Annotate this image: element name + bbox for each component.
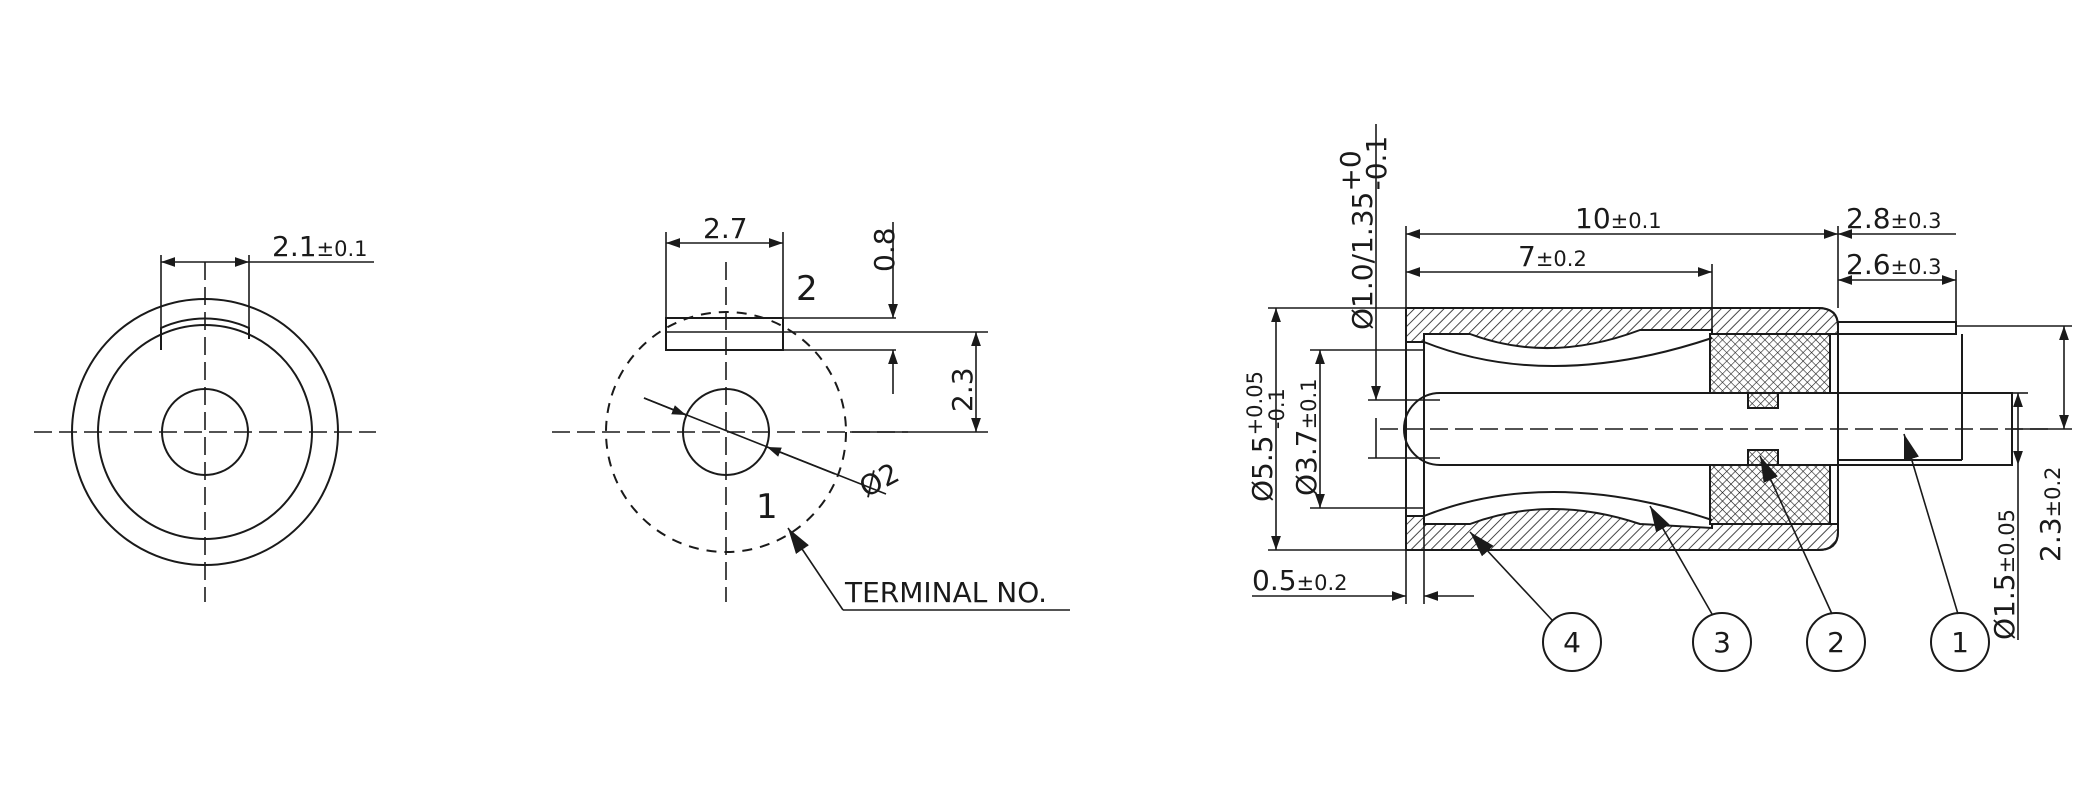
insulator-top (1709, 333, 1831, 409)
balloon-1: 1 (1951, 626, 1969, 659)
sleeve-top-hatch (1405, 307, 1839, 349)
insulator-bottom (1709, 449, 1831, 525)
balloon-3-circle (1692, 612, 1752, 672)
balloon-4: 4 (1563, 626, 1581, 659)
terminal-dim-23: 2.3 (946, 367, 979, 412)
leader-4 (1469, 531, 1553, 621)
terminal-dia-arrow-out (766, 446, 836, 475)
dim-10: 10±0.1 (1575, 202, 1662, 235)
terminal-dia-arrow-in (643, 397, 687, 416)
sleeve-bottom-hatch (1405, 508, 1839, 551)
dim-7: 7±0.2 (1518, 240, 1587, 273)
terminal-dim-27: 2.7 (703, 212, 748, 245)
dim-26: 2.6±0.3 (1846, 248, 1942, 281)
front-view: 2.1±0.1 (34, 230, 376, 602)
dim-pin-dia: Ø1.0/1.35+0-0.1 (1334, 136, 1393, 330)
terminal-label-leader (787, 527, 844, 611)
front-width-dim: 2.1±0.1 (272, 230, 368, 263)
spring-top (1423, 337, 1713, 367)
terminal-label: TERMINAL NO. (844, 576, 1047, 609)
terminal-2-tab (665, 317, 784, 351)
terminal-dim-dia2: Ø2 (854, 456, 905, 504)
leader-2 (1759, 455, 1833, 615)
balloon-1-circle (1930, 612, 1990, 672)
balloon-4-circle (1542, 612, 1602, 672)
spring-bottom (1423, 491, 1713, 521)
terminal-number-2: 2 (796, 269, 818, 309)
dim-center-pin-dia: Ø1.5±0.05 (1988, 509, 2021, 640)
dim-inner-dia: Ø3.7±0.1 (1290, 378, 1323, 496)
terminal-view: 2.7 0.8 2.3 Ø2 2 1 TERMINAL NO. (552, 212, 1070, 611)
leader-3 (1649, 505, 1713, 615)
balloon-3: 3 (1713, 626, 1731, 659)
center-pin (1403, 392, 2013, 466)
dim-wall: 0.5±0.2 (1252, 564, 1348, 597)
inner-circle (97, 324, 313, 540)
balloon-2: 2 (1827, 626, 1845, 659)
balloon-2-circle (1806, 612, 1866, 672)
rear-terminal (1837, 321, 1957, 335)
dim-outer-dia: Ø5.5+0.05-0.1 (1243, 371, 1289, 502)
terminal-number-1: 1 (756, 487, 778, 527)
dim-height: 2.3±0.2 (2034, 466, 2067, 562)
terminal-dim-08: 0.8 (868, 227, 901, 272)
leader-1 (1903, 433, 1959, 615)
dim-28: 2.8±0.3 (1846, 202, 1942, 235)
side-view: 10±0.1 7±0.2 2.8±0.3 2.6±0.3 Ø5.5+0.05-0… (1243, 124, 2072, 672)
